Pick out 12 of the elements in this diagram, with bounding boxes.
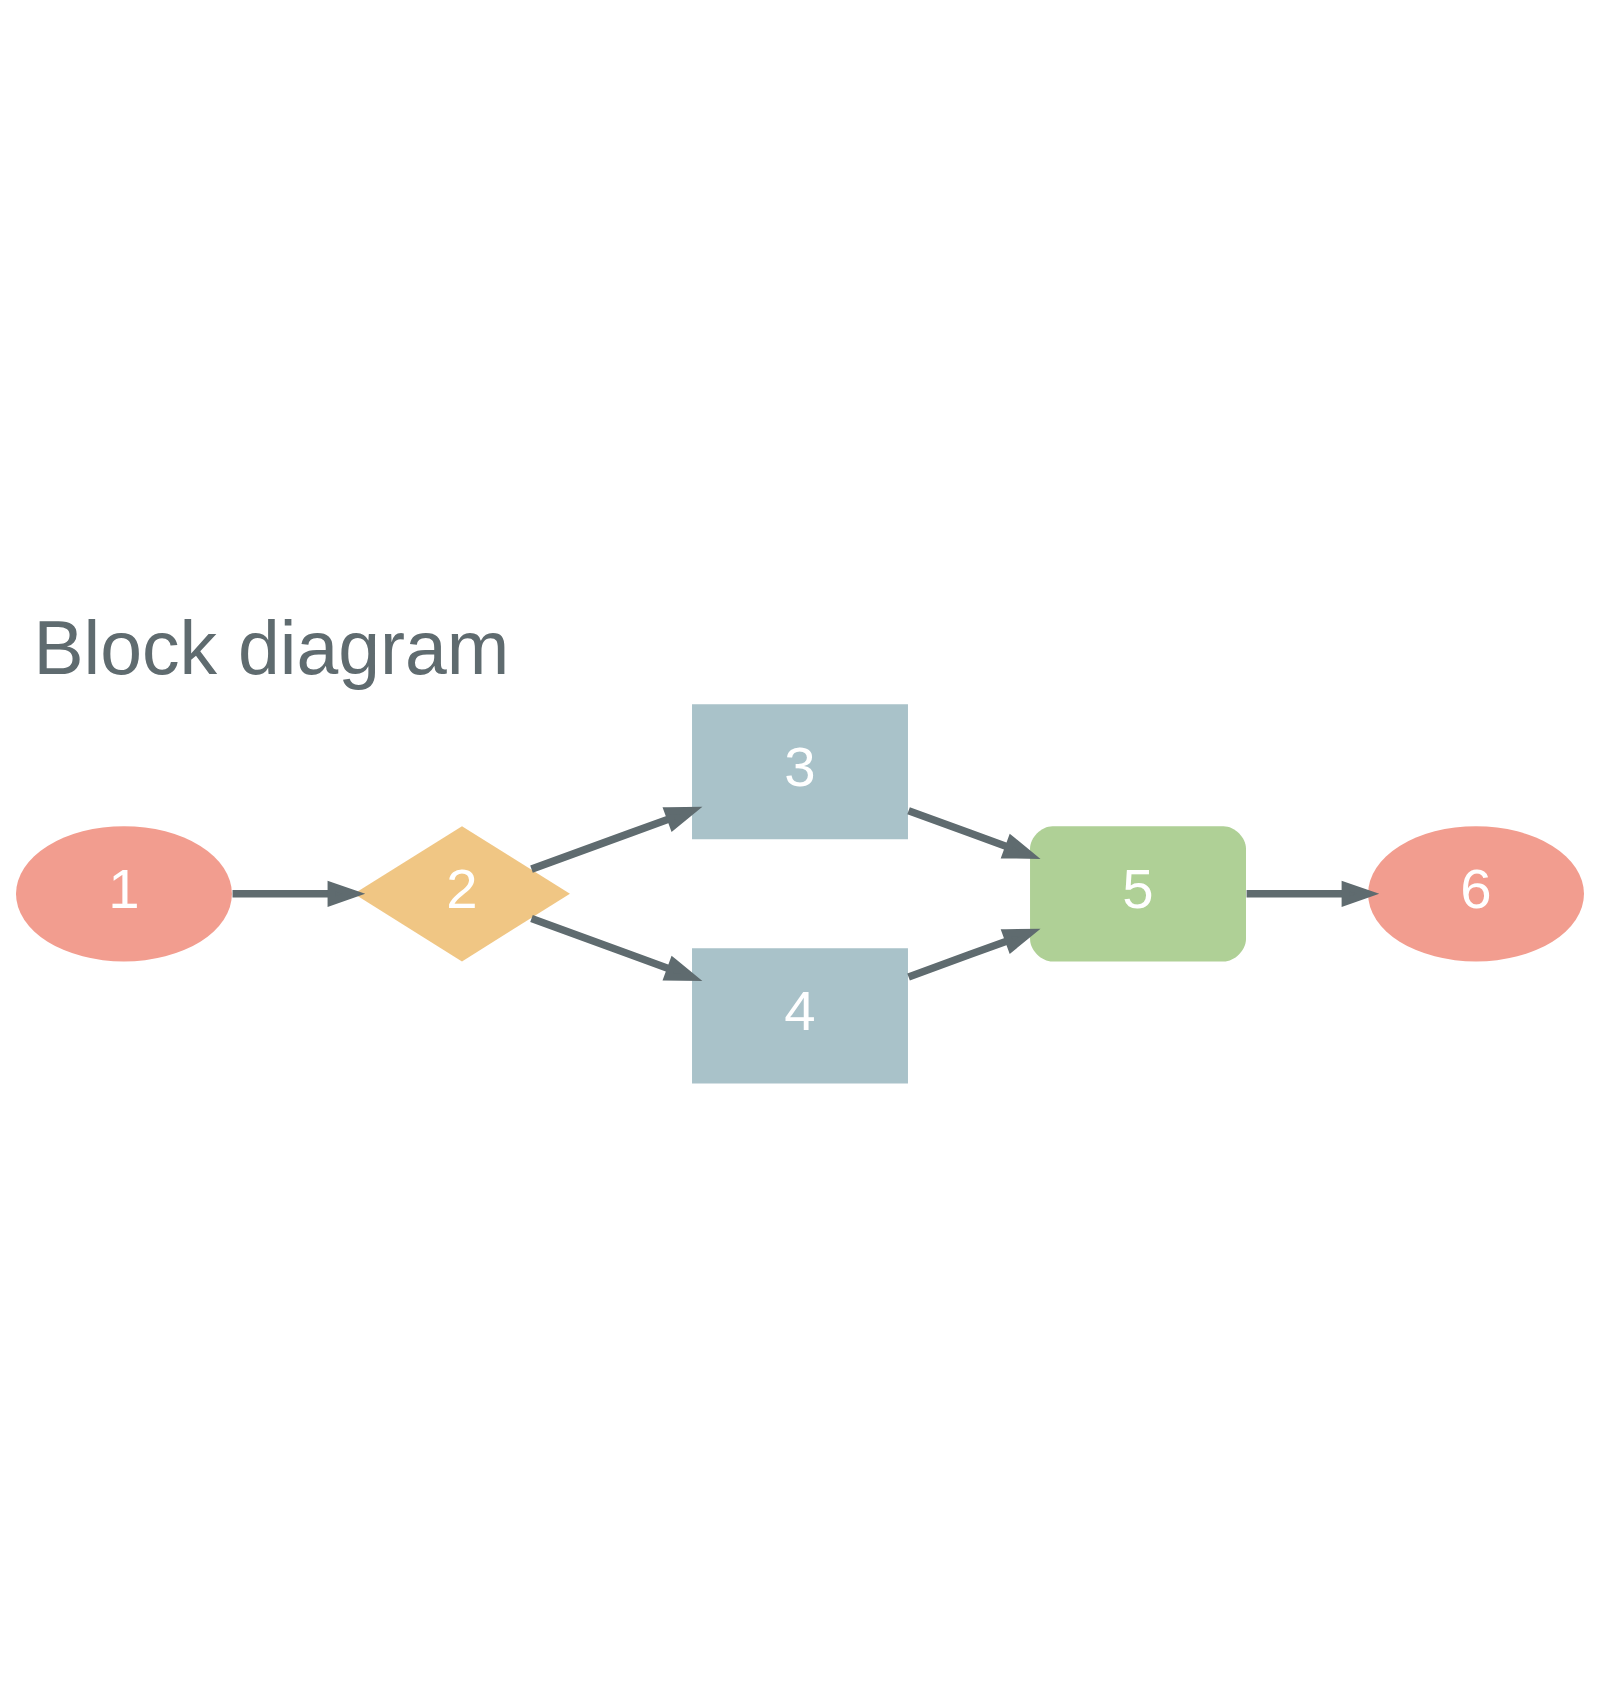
node-box: 3 xyxy=(692,704,908,840)
arrow xyxy=(232,880,366,907)
node-ellipse: 1 xyxy=(16,826,232,962)
arrow xyxy=(1246,880,1380,907)
arrow xyxy=(907,928,1041,981)
arrow xyxy=(530,806,703,873)
arrow xyxy=(907,807,1041,859)
arrow xyxy=(530,915,703,981)
diagram-title: Block diagram xyxy=(33,606,510,691)
node-box: 5 xyxy=(1030,826,1246,962)
node-box: 4 xyxy=(692,948,908,1084)
node-ellipse: 6 xyxy=(1368,826,1584,962)
